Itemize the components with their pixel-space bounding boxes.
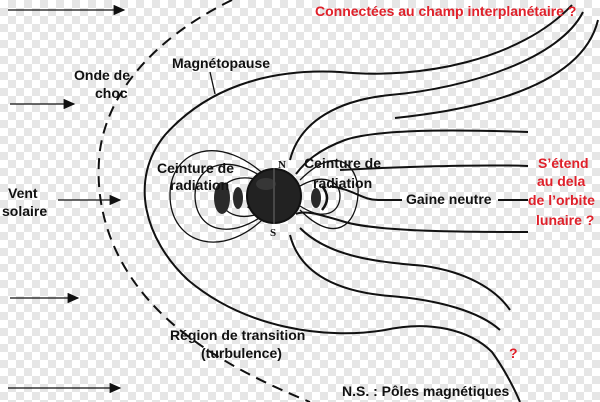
tail-line-lower-3 bbox=[299, 227, 511, 311]
neutral-sheet-line bbox=[329, 185, 402, 201]
transition-region-label: Région de transition (turbulence) bbox=[170, 327, 309, 361]
interplanetary-annotation: Connectées au champ interplanétaire ? bbox=[315, 3, 576, 19]
earth bbox=[246, 168, 302, 224]
magnetic-poles-legend: N.S. : Pôles magnétiques bbox=[342, 383, 509, 399]
tail-line-upper-2 bbox=[394, 19, 599, 119]
magnetopause-pointer bbox=[209, 71, 216, 95]
neutral-sheet-label: Gaine neutre bbox=[406, 191, 492, 207]
pole-south-label: S bbox=[270, 227, 276, 239]
tail-line-upper-1 bbox=[289, 11, 584, 161]
bow-shock-line bbox=[97, 0, 311, 402]
magnetopause-line bbox=[143, 4, 573, 402]
question-annotation: ? bbox=[509, 345, 518, 361]
pole-north-label: N bbox=[278, 159, 286, 171]
radiation-belt-left-label: Ceinture de radiation bbox=[157, 160, 238, 193]
tail-line-lower-2 bbox=[289, 234, 501, 331]
solar-wind-arrows bbox=[8, 4, 126, 394]
shock-wave-label: Onde de choc bbox=[74, 67, 134, 101]
annotations: Connectées au champ interplanétaire ? S’… bbox=[315, 3, 599, 361]
solar-wind-label: Vent solaire bbox=[2, 185, 47, 219]
radiation-belt-right-shape bbox=[311, 185, 329, 211]
tail-line-lower-1 bbox=[295, 211, 529, 233]
radiation-belt-right-label: Ceinture de radiation bbox=[304, 155, 385, 191]
tail-line-upper-4 bbox=[339, 164, 529, 171]
dipole-field-right bbox=[299, 159, 359, 230]
tail-line-upper-3 bbox=[295, 129, 529, 175]
beyond-orbit-annotation: S’étend au dela de l’orbite lunaire ? bbox=[528, 155, 599, 228]
magnetopause-label: Magnétopause bbox=[172, 55, 270, 71]
